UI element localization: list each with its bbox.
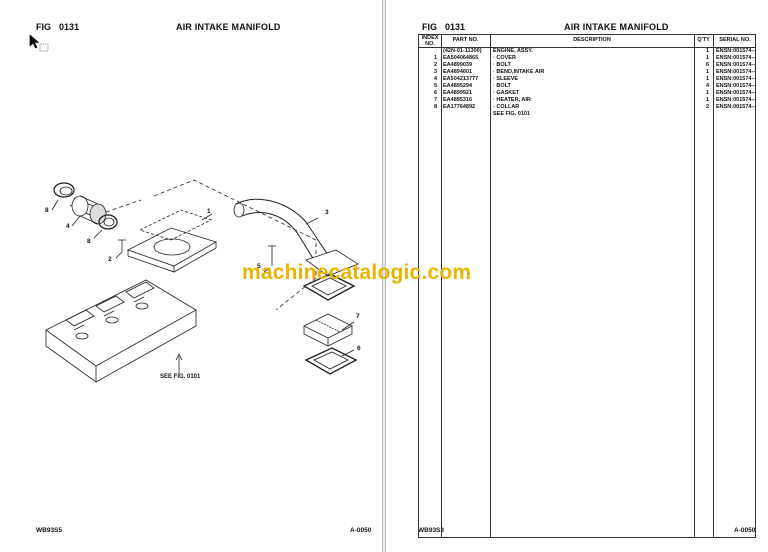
fig-number: 0131	[59, 22, 80, 32]
callout-4: 4	[66, 223, 70, 230]
part-no-cell: EA504064865	[443, 55, 479, 61]
qty-cell: 6	[705, 62, 709, 68]
table-row: 5 EA4895294 · BOLT 4 ENSN:001574--	[419, 83, 755, 90]
description-cell: · BEND,INTAKE AIR	[493, 69, 545, 75]
qty-cell: 2	[705, 104, 709, 110]
part-no-cell: EA4895316	[443, 97, 473, 103]
callout-2: 2	[108, 256, 112, 263]
serial-no-cell: ENSN:001574--	[716, 90, 756, 96]
index-cell: 4	[433, 76, 437, 82]
part-no-cell: EA4899921	[443, 90, 473, 96]
qty-cell: 1	[705, 97, 709, 103]
page-title: AIR INTAKE MANIFOLD	[176, 22, 281, 32]
header-index: INDEX NO.	[421, 35, 439, 47]
table-row: 7 EA4895316 · HEATER, AIR 1 ENSN:001574--	[419, 97, 755, 104]
description-cell: · SLEEVE	[493, 76, 519, 82]
part-no-cell: EA4894601	[443, 69, 473, 75]
table-row: 2 EA4899039 · BOLT 6 ENSN:001574--	[419, 62, 755, 69]
index-cell: 2	[433, 62, 437, 68]
callout-3: 3	[325, 209, 329, 216]
left-page: FIG 0131 AIR INTAKE MANIFOLD	[0, 0, 382, 552]
header-qty: Q'TY	[697, 37, 710, 43]
part-no-cell: EA504213777	[443, 76, 479, 82]
index-cell: 5	[433, 83, 437, 89]
fig-label: FIG	[422, 22, 437, 32]
footer-page: A-0050	[350, 527, 372, 534]
part-no-cell: (42N-01-11300)	[443, 48, 482, 54]
index-cell: 1	[433, 55, 437, 61]
footer-page: A-0050	[734, 527, 756, 534]
qty-cell: 1	[705, 69, 709, 75]
footer-model: WB93S3	[418, 527, 445, 534]
page-title: AIR INTAKE MANIFOLD	[564, 22, 669, 32]
page-divider	[382, 0, 386, 552]
callout-1: 1	[207, 208, 211, 215]
description-cell: SEE FIG. 0101	[493, 111, 530, 117]
callout-5: 5	[257, 263, 261, 270]
right-page: FIG 0131 AIR INTAKE MANIFOLD WB93S3 A-00…	[386, 0, 768, 552]
qty-cell: 1	[705, 55, 709, 61]
qty-cell: 1	[705, 76, 709, 82]
see-fig-reference: SEE FIG. 0101	[160, 374, 201, 380]
qty-cell: 4	[705, 83, 709, 89]
serial-no-cell: ENSN:001574--	[716, 62, 756, 68]
part-no-cell: EA17764892	[443, 104, 476, 110]
serial-no-cell: ENSN:001574--	[716, 55, 756, 61]
watermark: machinecatalogic.com	[242, 261, 472, 284]
fig-number: 0131	[445, 22, 466, 32]
serial-no-cell: ENSN:001574--	[716, 83, 756, 89]
qty-cell: 1	[705, 90, 709, 96]
parts-table: INDEX NO. PART NO. DESCRIPTION Q'TY SERI…	[418, 34, 756, 538]
part-no-cell: EA4899039	[443, 62, 473, 68]
footer-model: WB93S5	[36, 527, 63, 534]
callout-6: 6	[357, 345, 361, 352]
description-cell: · BOLT	[493, 83, 511, 89]
table-row: (42N-01-11300) ENGINE, ASSY. 1 ENSN:001574-…	[419, 48, 755, 55]
serial-no-cell: ENSN:001574--	[716, 69, 756, 75]
serial-no-cell: ENSN:001574--	[716, 97, 756, 103]
index-cell: 8	[433, 104, 437, 110]
table-row: 6 EA4899921 · GASKET 1 ENSN:001574--	[419, 90, 755, 97]
qty-cell: 1	[705, 48, 709, 54]
description-cell: · GASKET	[493, 90, 520, 96]
description-cell: · COVER	[493, 55, 516, 61]
exploded-parts-diagram	[45, 179, 359, 383]
header-description: DESCRIPTION	[573, 37, 611, 43]
serial-no-cell: ENSN:001574--	[716, 104, 756, 110]
cursor-icon	[29, 34, 49, 52]
index-cell: 7	[433, 97, 437, 103]
header-serial-no: SERIAL NO.	[719, 37, 751, 43]
description-cell: · COLLAR	[493, 104, 520, 110]
table-row: 1 EA504064865 · COVER 1 ENSN:001574--	[419, 55, 755, 62]
description-cell: · BOLT	[493, 62, 511, 68]
description-cell: · HEATER, AIR	[493, 97, 531, 103]
callout-7: 7	[356, 313, 360, 320]
table-row: 3 EA4894601 · BEND,INTAKE AIR 1 ENSN:001574-…	[419, 69, 755, 76]
serial-no-cell: ENSN:001574--	[716, 76, 756, 82]
callout-8-bottom: 8	[87, 238, 91, 245]
callout-8-top: 8	[45, 207, 49, 214]
index-cell: 3	[433, 69, 437, 75]
part-no-cell: EA4895294	[443, 83, 473, 89]
index-cell: 6	[433, 90, 437, 96]
table-row: 8 EA17764892 · COLLAR 2 ENSN:001574--	[419, 104, 755, 111]
table-row: 4 EA504213777 · SLEEVE 1 ENSN:001574--	[419, 76, 755, 83]
serial-no-cell: ENSN:001574--	[716, 48, 756, 54]
description-cell: ENGINE, ASSY.	[493, 48, 533, 54]
table-row: SEE FIG. 0101	[419, 111, 755, 118]
fig-label: FIG	[36, 22, 51, 32]
header-part-no: PART NO.	[452, 37, 479, 43]
